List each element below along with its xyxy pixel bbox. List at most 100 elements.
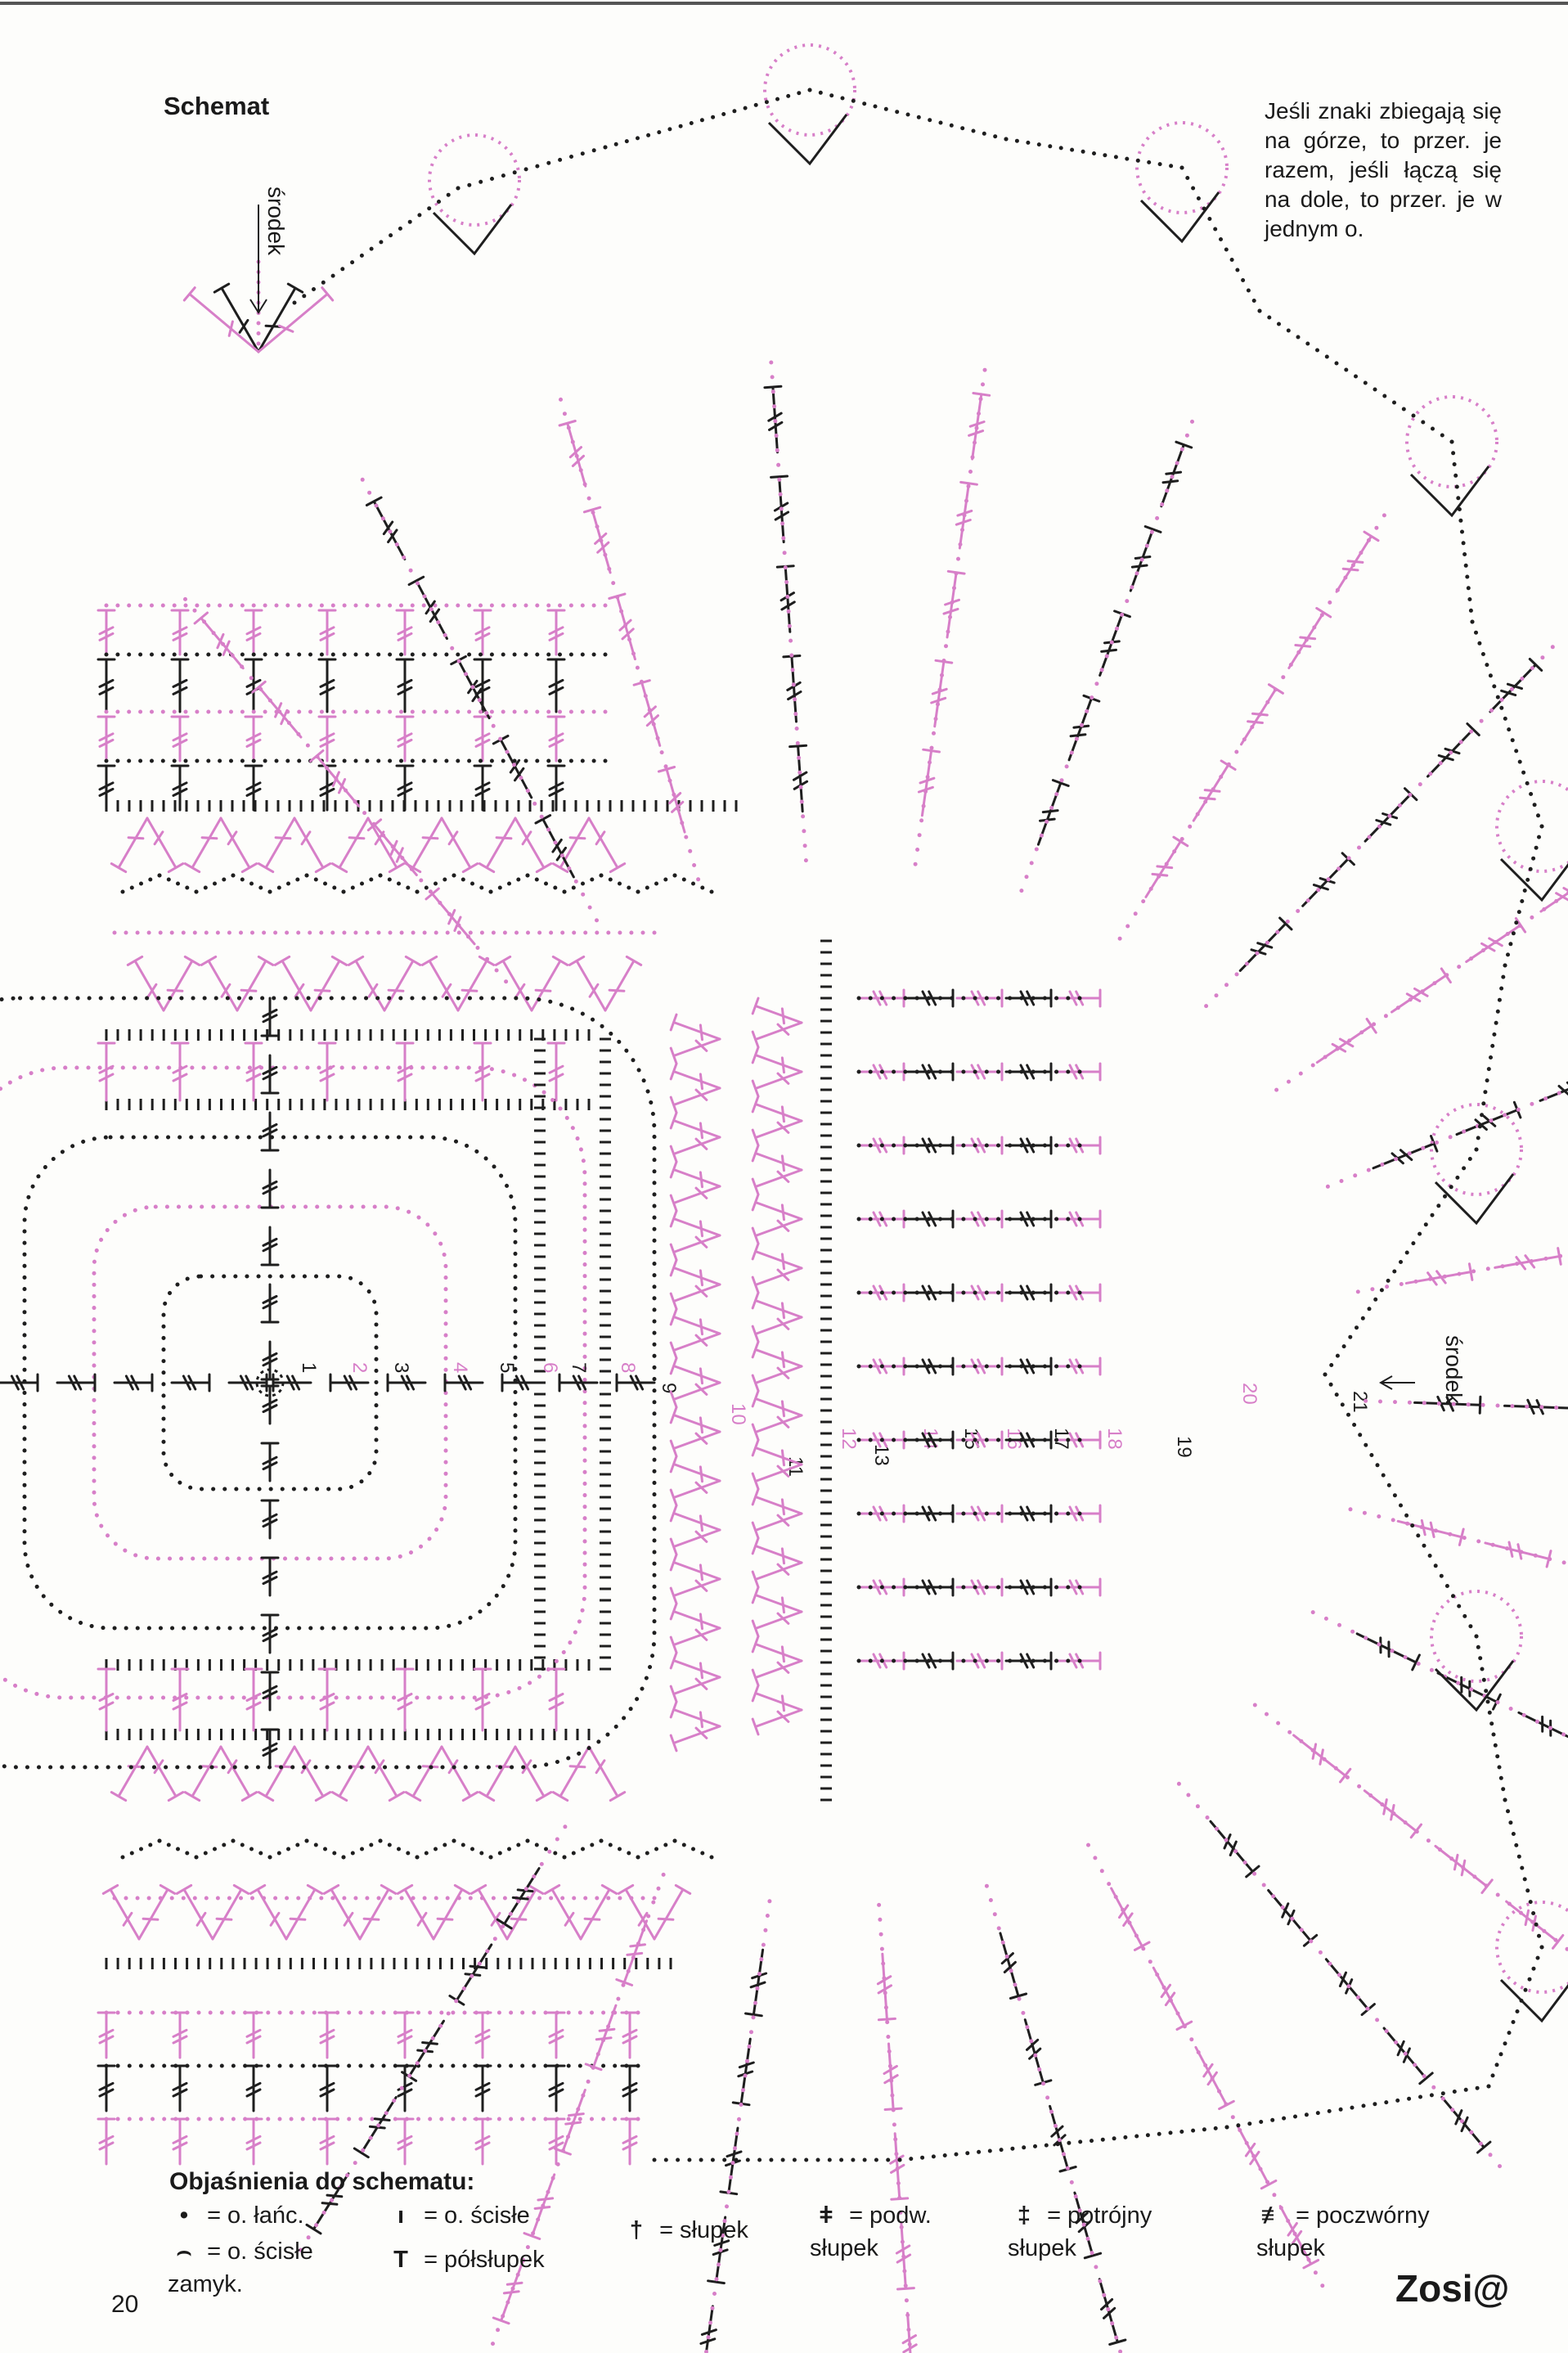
row-number: 7 [568, 1362, 590, 1373]
stitch-symbol [395, 2064, 415, 2112]
stitch-symbol [0, 1373, 39, 1392]
stitch-symbol [1004, 1356, 1053, 1376]
stitch-symbol [751, 1266, 803, 1294]
stitch-symbol [353, 2095, 398, 2159]
chain-dots [877, 1902, 912, 2346]
stitch-symbol [1503, 1398, 1568, 1415]
chain-dots [704, 1899, 772, 2353]
stitch-symbol [669, 1381, 721, 1409]
stitch-symbol [97, 609, 116, 656]
chain-dots [488, 1838, 530, 1860]
stitch-symbol [97, 2117, 116, 2166]
stitch-symbol [669, 1602, 721, 1631]
stitch-symbol [473, 2064, 492, 2112]
stitch-symbol [175, 1883, 214, 1941]
stitch-symbol [170, 764, 190, 812]
stitch-symbol [530, 955, 569, 1012]
stitch-symbol [113, 1373, 154, 1392]
scallop-chain [1434, 1173, 1515, 1226]
scallop-chain [1409, 466, 1490, 518]
scallop-chain [432, 204, 513, 256]
stitch-symbol [1049, 2104, 1077, 2173]
stitch-symbol [955, 480, 978, 550]
single-crochet-row [105, 1029, 591, 1041]
stitch-symbol [1335, 530, 1380, 593]
ring-row [0, 996, 657, 1770]
quadruple-treble-symbol: ≢ [1260, 2202, 1285, 2229]
chain-dots [415, 873, 456, 894]
stitch-symbol [97, 2011, 116, 2059]
stitch-symbol [669, 1676, 721, 1703]
stitch-symbol [917, 748, 941, 817]
stitch-symbol [1396, 1518, 1465, 1546]
single-crochet-symbol: ı [397, 2202, 405, 2229]
chain-dots [1176, 1781, 1503, 2169]
legend-item-double: † = słupek [620, 2214, 748, 2247]
stitch-symbol [751, 1561, 803, 1589]
chain-dots [378, 873, 420, 894]
chain-dots [562, 1838, 604, 1860]
legend-text: = o. łańc. [207, 2202, 304, 2229]
stitch-symbol [669, 1356, 721, 1385]
stitch-symbol [782, 655, 802, 723]
legend-title: Objaśnienia do schematu: [169, 2168, 475, 2195]
center-arrow-right [1378, 1375, 1415, 1390]
stitch-symbol [1440, 2095, 1492, 2154]
stitch-symbol [317, 2011, 337, 2059]
stitch-symbol [751, 1242, 803, 1271]
stitch-symbol [901, 2311, 918, 2353]
single-crochet-row [534, 1037, 546, 1671]
center-label-right: środek [1441, 1335, 1467, 1405]
schemat-title: Schemat [164, 92, 270, 120]
stitch-symbol [170, 2064, 190, 2112]
stitch-symbol [1004, 1577, 1053, 1597]
stitch-symbol [582, 506, 612, 574]
stitch-symbol [97, 2064, 116, 2112]
stitch-symbol [883, 2042, 903, 2111]
stitch-symbol [546, 764, 566, 812]
stitch-symbol [330, 1745, 370, 1802]
stitch-symbol [1194, 2045, 1235, 2111]
row-number: 19 [1173, 1436, 1195, 1458]
legend-item-treble: ǂ = podw. słupek [810, 2199, 998, 2265]
stitch-symbol [440, 817, 479, 874]
single-crochet-row [105, 1659, 591, 1671]
picot-scallop [1135, 121, 1229, 214]
stitch-symbol [955, 1651, 1004, 1671]
stitch-symbol [456, 955, 496, 1012]
stitch-symbol [1023, 2018, 1053, 2086]
stitch-symbol [568, 955, 607, 1012]
stitch-symbol [546, 715, 566, 763]
stitch-symbol [1209, 1820, 1260, 1878]
stitch-symbol [473, 1042, 492, 1102]
scallop-chain [1499, 857, 1568, 902]
stitch-symbol [669, 1430, 721, 1458]
stitch-symbol [514, 817, 553, 874]
stitch-symbol [260, 1556, 280, 1597]
stitch-symbol [496, 1867, 541, 1930]
stitch-symbol [170, 1373, 211, 1392]
stitch-symbol [1413, 1395, 1482, 1415]
chain-dots [194, 873, 236, 894]
chain-dots [304, 1838, 346, 1860]
picot-scallop [1405, 395, 1498, 488]
center-label-top: środek [263, 187, 289, 256]
stitch-symbol [751, 1659, 803, 1687]
stitch-symbol [505, 1883, 545, 1941]
legend-text: = o. ścisłe zamyk. [168, 2238, 313, 2297]
chain-dots [292, 186, 461, 305]
stitch-symbol [1004, 1504, 1053, 1523]
stitch-symbol [558, 1373, 599, 1392]
stitch-symbol [551, 1745, 591, 1802]
stitch-symbol [170, 2011, 190, 2059]
chain-dots [120, 1838, 162, 1860]
stitch-symbol [1004, 1062, 1053, 1082]
stitch-symbol [744, 1948, 768, 2018]
chain-dots [1470, 619, 1544, 829]
stitch-symbol [751, 1046, 803, 1074]
chain-dots [488, 873, 530, 894]
stitch-symbol [751, 1217, 803, 1245]
picot-scallop [1430, 1103, 1523, 1196]
